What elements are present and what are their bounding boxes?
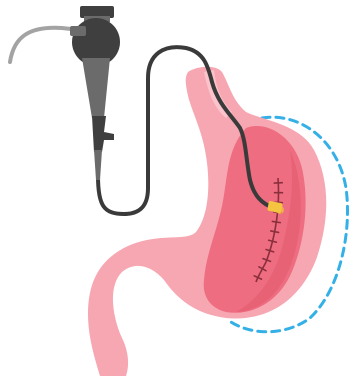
light-guide-cable xyxy=(10,28,80,62)
endoscope-icon xyxy=(70,6,120,180)
